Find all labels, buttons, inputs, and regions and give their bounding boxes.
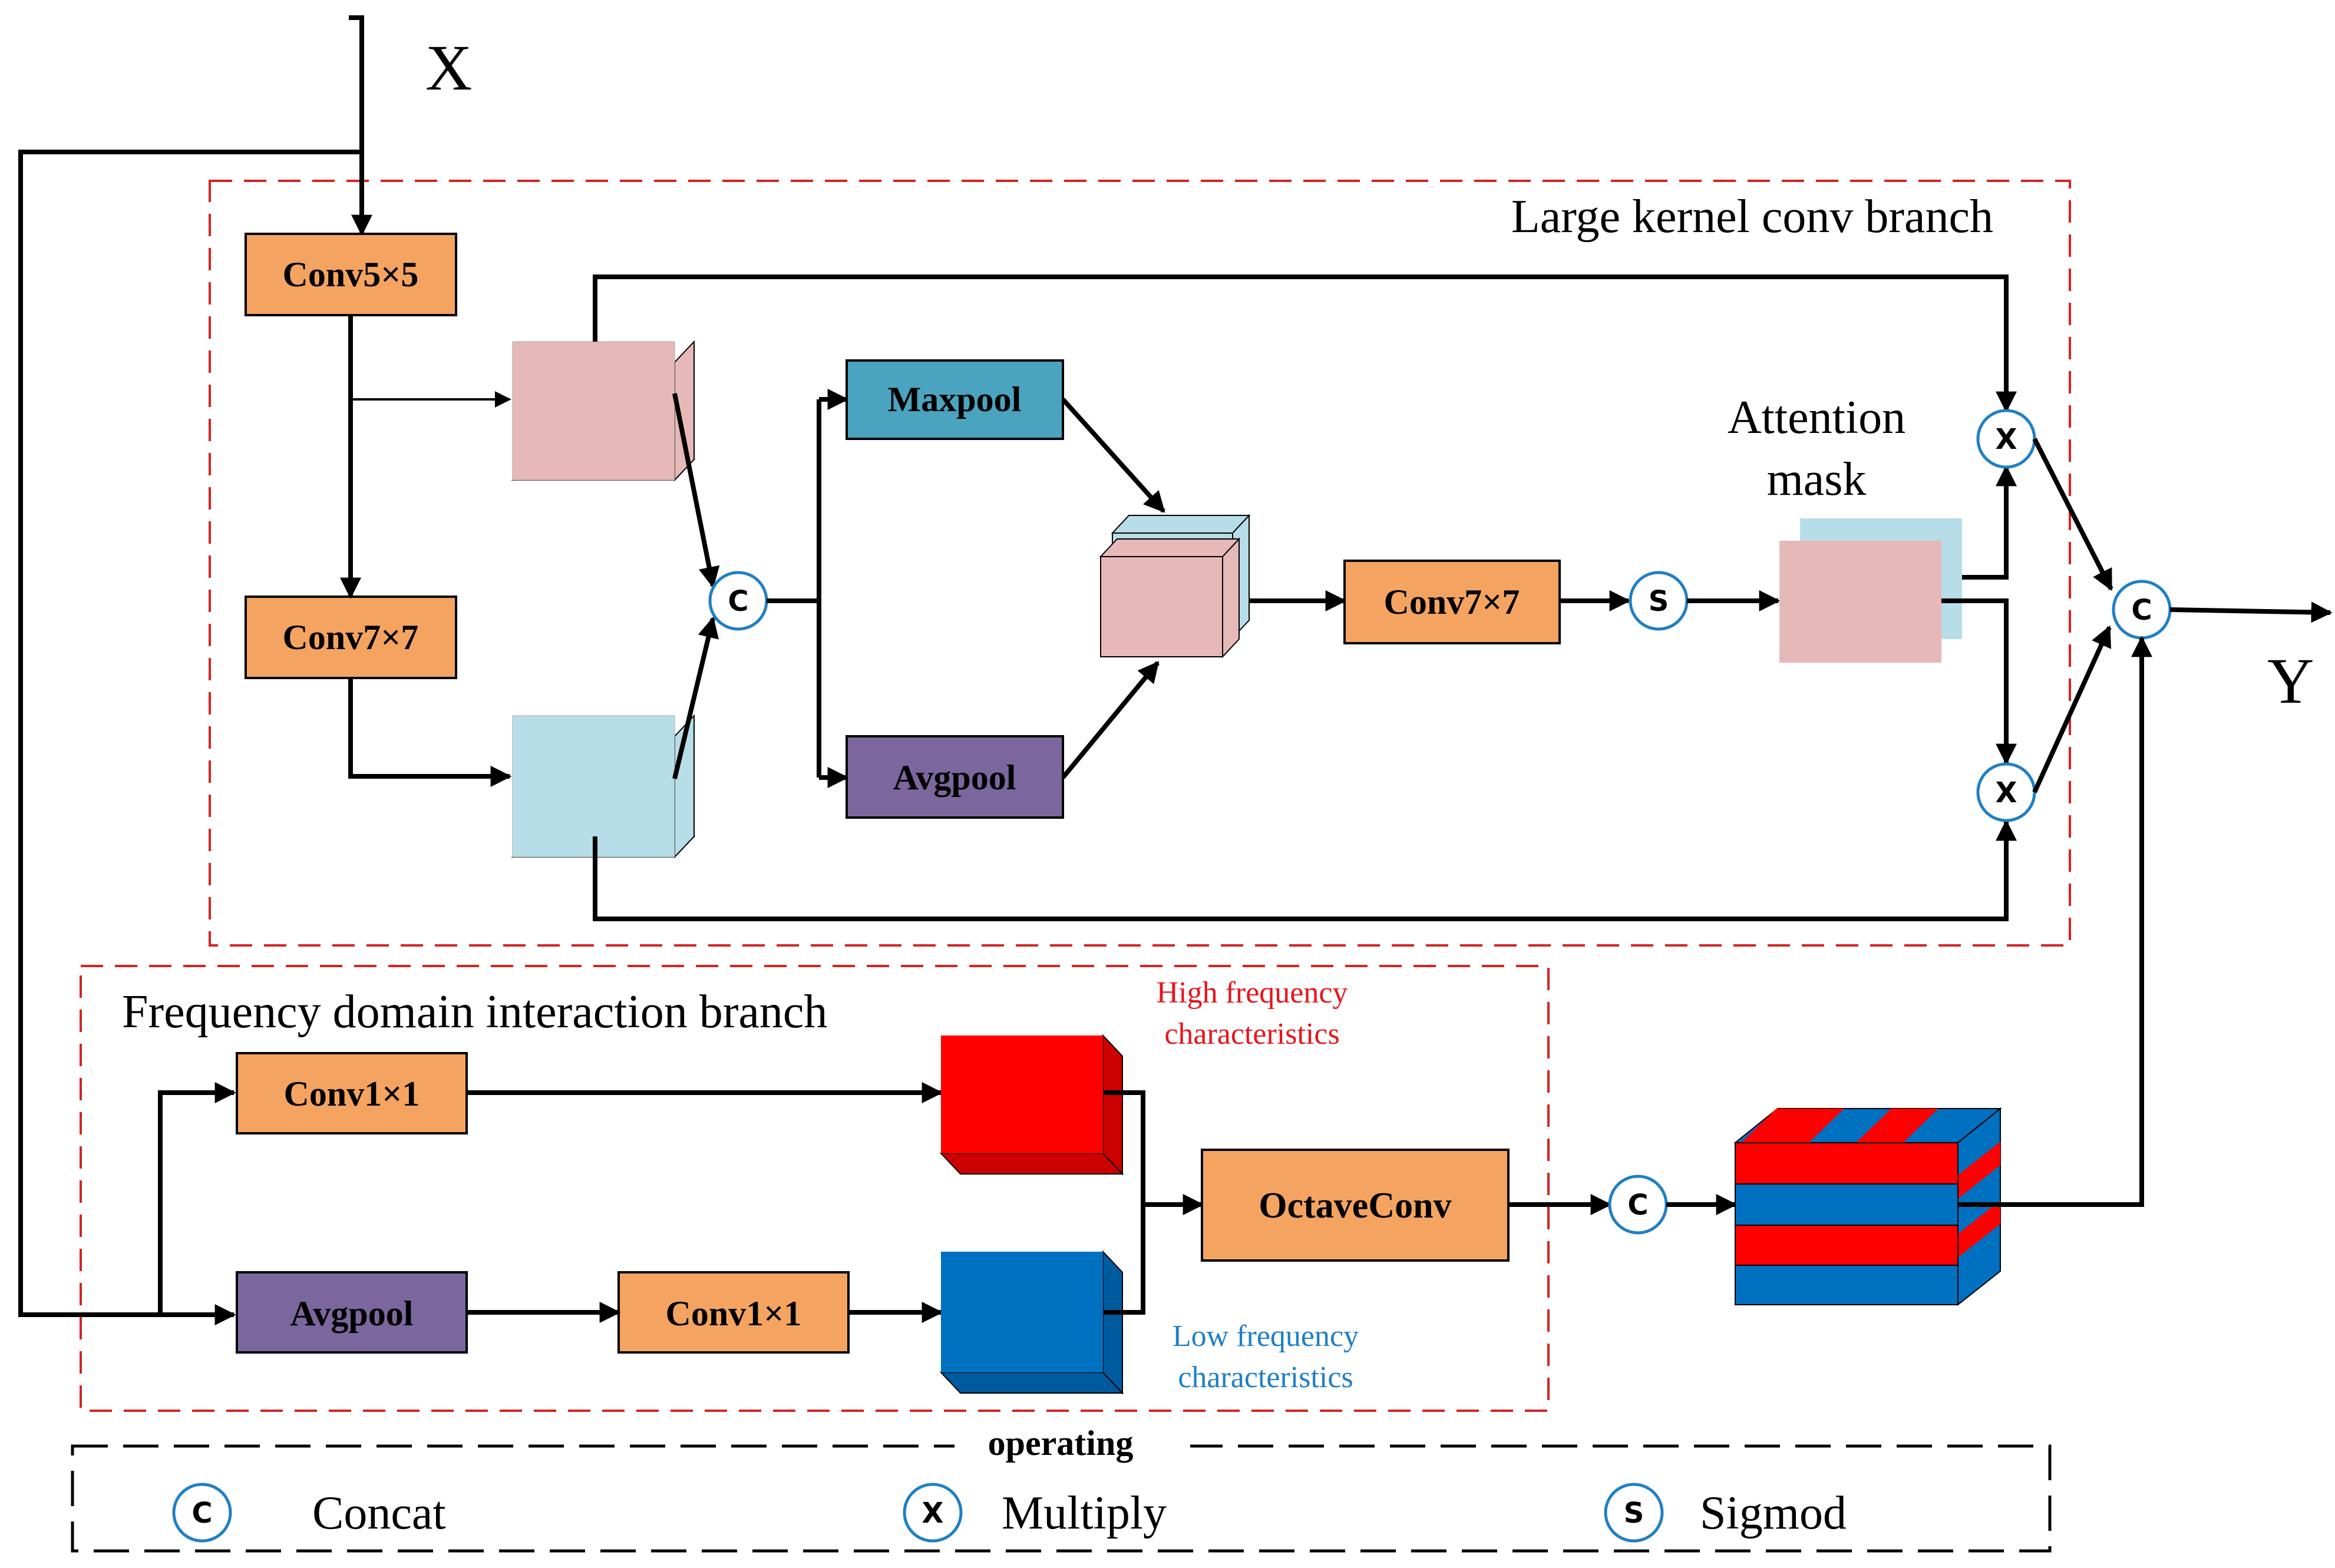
concat-op-1-label: C: [728, 585, 748, 618]
freq-branch-title: Frequency domain interaction branch: [122, 986, 827, 1038]
concat-op-final: C: [2112, 580, 2172, 640]
legend-multiply-icon: X: [903, 1483, 963, 1543]
legend-sigmoid-symbol: S: [1624, 1497, 1644, 1530]
multiply-op-1: X: [1976, 409, 2036, 469]
large-branch-title: Large kernel conv branch: [1511, 191, 1993, 243]
legend-multiply-symbol: X: [922, 1497, 943, 1530]
pooled-feature-stack: [1099, 514, 1251, 659]
legend-title: operating: [988, 1424, 1134, 1463]
conv7-feature-cube: [511, 714, 696, 859]
attention-mask: [1779, 518, 1962, 663]
multiply-op-1-label: X: [1995, 423, 2017, 456]
conv5-feature-cube: [511, 340, 696, 482]
sigmoid-op-label: S: [1649, 585, 1669, 618]
conv7-to-blue-arrow: [348, 678, 512, 787]
mask-to-multiply2-arrow: [1941, 598, 2017, 765]
pink-to-concat-arrow: [672, 393, 720, 588]
conv7x7-left-block: [245, 596, 457, 679]
legend-concat-icon: C: [172, 1483, 232, 1543]
maxpool-label: Maxpool: [888, 380, 1022, 419]
avgpool-top-label: Avgpool: [893, 758, 1016, 797]
concat-op-1: C: [708, 571, 768, 631]
concat-op-freq-label: C: [1627, 1189, 1648, 1222]
concat-op-freq: C: [1608, 1175, 1668, 1235]
legend-title-gap: [955, 1425, 1190, 1461]
pink-skip-line: [593, 274, 2017, 413]
conv7x7-mid-label: Conv7×7: [1384, 583, 1520, 621]
multiply1-to-concat-arrow: [2032, 438, 2113, 591]
output-label: Y: [2267, 645, 2314, 717]
attention-label-line1: Attention: [1728, 392, 1905, 444]
low-freq-label-line2: characteristics: [1178, 1361, 1353, 1394]
large-kernel-branch-border: [209, 180, 2071, 947]
legend-multiply-label: Multiply: [1002, 1487, 1167, 1539]
legend-sigmoid-label: Sigmod: [1700, 1487, 1847, 1539]
input-line: [349, 15, 372, 236]
attention-label-line2: mask: [1767, 454, 1867, 505]
legend-concat-label: Concat: [312, 1487, 446, 1539]
input-bypass-line: [18, 150, 362, 1325]
avgpool-top-block: [846, 735, 1064, 819]
multiply-op-2-label: X: [1995, 776, 2017, 809]
low-freq-label-line1: Low frequency: [1173, 1319, 1359, 1353]
frequency-branch-border: [80, 965, 1550, 1412]
conv5x5-label: Conv5×5: [283, 255, 419, 294]
conv1x1-top-label: Conv1×1: [284, 1074, 420, 1113]
conv7x7-left-label: Conv7×7: [283, 618, 419, 657]
avgpool-bottom-label: Avgpool: [290, 1294, 414, 1333]
blue-to-concat-arrow: [672, 616, 719, 779]
high-frequency-cube: [939, 1034, 1124, 1176]
maxpool-to-stack-arrow: [1061, 398, 1165, 513]
octaveconv-label: OctaveConv: [1259, 1186, 1451, 1226]
input-label: X: [425, 32, 472, 104]
sigmoid-op: S: [1629, 571, 1689, 631]
mask-to-multiply1-arrow: [1962, 465, 2017, 580]
freq-to-final-concat-arrow: [1958, 636, 2152, 1207]
avgpool-to-stack-arrow: [1061, 661, 1160, 779]
conv1x1-top-block: [236, 1052, 468, 1134]
concat-op-final-label: C: [2131, 594, 2152, 627]
blue-skip-line: [593, 819, 2017, 921]
output-arrow: [2169, 601, 2333, 623]
legend-concat-symbol: C: [191, 1497, 212, 1530]
multiply2-to-concat-arrow: [2032, 625, 2112, 793]
high-freq-label-line1: High frequency: [1157, 976, 1348, 1010]
octaveconv-block: [1201, 1149, 1510, 1262]
conv1x1-bottom-label: Conv1×1: [666, 1294, 802, 1333]
freq-split-line: [158, 1082, 236, 1315]
low-frequency-cube: [939, 1250, 1124, 1395]
multiply-op-2: X: [1976, 762, 2036, 822]
legend-sigmoid-icon: S: [1604, 1483, 1664, 1543]
high-freq-label-line2: characteristics: [1164, 1017, 1339, 1051]
conv1x1-bottom-block: [617, 1271, 850, 1354]
